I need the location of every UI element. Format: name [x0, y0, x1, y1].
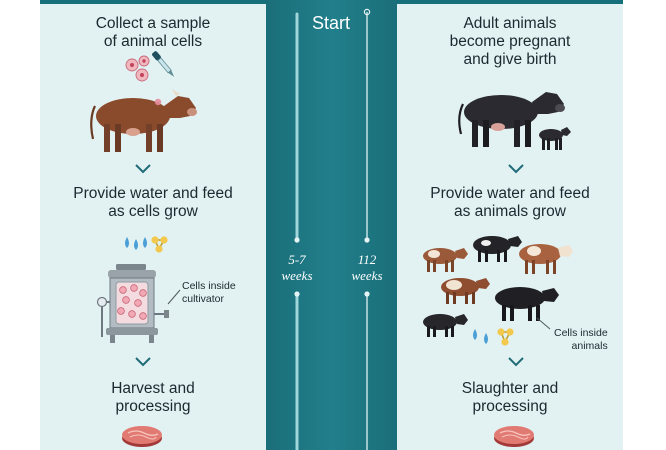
cow-icon — [495, 287, 559, 321]
chevron-down-icon — [508, 357, 524, 367]
callout-line — [167, 289, 181, 305]
cow-icon — [441, 278, 490, 304]
cultivated-duration: 5-7 weeks — [281, 252, 313, 283]
conventional-step-1: Adult animals become pregnant and give b… — [449, 15, 571, 68]
cultivated-step-1: Collect a sample of animal cells — [95, 15, 211, 50]
panel-top-bar — [40, 0, 266, 4]
cultivator-icon — [96, 264, 169, 343]
panel-top-bar — [397, 0, 623, 4]
cultivated-step-3: Harvest and processing — [111, 380, 195, 415]
timeline-start-dot — [363, 8, 371, 16]
feed-molecule-icon — [497, 328, 514, 346]
cow-icon — [423, 314, 468, 337]
cultivated-panel — [40, 0, 266, 450]
callout-line — [536, 317, 551, 330]
timeline-column — [266, 0, 397, 450]
cow-icon — [473, 236, 522, 262]
water-drops-icon — [473, 329, 488, 344]
cow-icon — [519, 244, 573, 274]
chevron-down-icon — [508, 164, 524, 174]
calf-icon — [539, 127, 571, 150]
steak-icon — [122, 426, 162, 447]
timeline-dot — [294, 291, 300, 297]
cow-herd-icon — [423, 236, 573, 337]
steak-icon — [494, 426, 534, 447]
cow-icon — [458, 92, 565, 147]
feed-molecule-icon — [151, 236, 168, 253]
cultivated-step-2: Provide water and feed as cells grow — [73, 185, 233, 220]
cow-icon — [90, 89, 197, 152]
timeline-dot — [364, 291, 370, 297]
dropper-icon — [152, 51, 175, 77]
start-label: Start — [311, 13, 350, 33]
animals-label: Cells inside animals — [554, 327, 608, 352]
conventional-duration: 112 weeks — [351, 252, 383, 283]
conventional-step-2: Provide water and feed as animals grow — [430, 185, 590, 220]
timeline-dot — [364, 237, 370, 243]
chevron-down-icon — [135, 357, 151, 367]
conventional-panel — [397, 0, 623, 450]
cell-cluster-icon — [125, 55, 150, 82]
water-drops-icon — [125, 237, 147, 250]
chevron-down-icon — [135, 164, 151, 174]
cow-icon — [423, 248, 468, 272]
timeline-dot — [294, 237, 300, 243]
conventional-step-3: Slaughter and processing — [461, 380, 559, 415]
cultivator-label: Cells inside cultivator — [182, 280, 236, 305]
